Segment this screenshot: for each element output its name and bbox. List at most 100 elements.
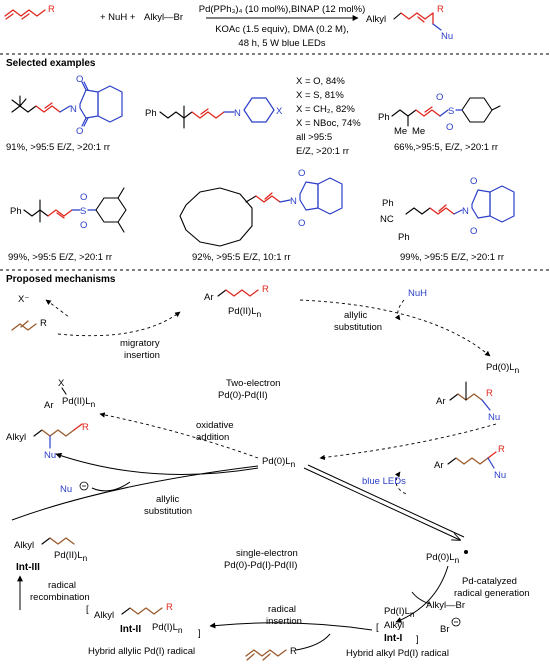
- ex6-o-top: O: [470, 176, 477, 187]
- bracket-int1-left: [: [376, 622, 379, 633]
- conditions-line-3: 48 h, 5 W blue LEDs: [238, 38, 325, 49]
- ex3-yield: 66%,>95:5, E/Z, >20:1 rr: [394, 142, 498, 153]
- ex4-o-1: O: [80, 192, 87, 203]
- ex5-yield: 92%, >95:5 E/Z, 10:1 rr: [192, 252, 290, 263]
- top-pd: Pd(II)Ln: [228, 306, 262, 319]
- ex2-x-o: X = O, 84%: [296, 76, 345, 87]
- arpd-ar: Ar: [44, 400, 54, 411]
- blue-leds: blue LEDs: [362, 476, 406, 487]
- alkyl-bromide-text: Alkyl—Br: [144, 12, 183, 23]
- example-1-structure: N O O: [11, 74, 123, 137]
- allylic-sub2-1: allylic: [156, 494, 179, 505]
- int2-pd: Pd(I)Ln: [152, 622, 183, 635]
- radical-recomb-2: recombination: [30, 592, 90, 603]
- hybrid-allylic: Hybrid allylic Pd(I) radical: [88, 646, 195, 657]
- center-pd0: Pd(0)Ln: [262, 456, 296, 469]
- ex3-ph: Ph: [378, 112, 390, 123]
- example-4-structure: Ph S O O: [10, 187, 127, 233]
- single-electron-2: Pd(0)-Pd(I)-Pd(II): [224, 560, 297, 571]
- example-3-structure: Ph Me Me S O O: [378, 92, 501, 137]
- prod-r: R: [498, 444, 505, 455]
- two-electron-2: Pd(0)-Pd(II): [218, 390, 268, 401]
- reactant-r-label: R: [48, 4, 55, 15]
- hybrid-alkyl: Hybrid alkyl Pd(I) radical: [346, 648, 449, 659]
- ex2-x-s: X = S, 81%: [296, 90, 344, 101]
- ex4-s-atom: S: [80, 206, 86, 217]
- ex1-yield: 91%, >95:5 E/Z, >20:1 rr: [6, 142, 110, 153]
- two-electron-1: Two-electron: [226, 378, 280, 389]
- conditions-line-1: Pd(PPh₃)₄ (10 mol%),BINAP (12 mol%): [199, 4, 365, 15]
- product-alkyl-label: Alkyl: [366, 14, 386, 25]
- int1-alkyl: Alkyl: [384, 620, 404, 631]
- allylic-sub-2: substitution: [334, 322, 382, 333]
- migratory-insertion-1: migratory: [120, 338, 160, 349]
- diene-r: R: [40, 318, 47, 329]
- diene-bottom: [245, 649, 287, 657]
- ex2-n-atom: N: [234, 108, 241, 119]
- bracket-int2-right: ]: [198, 628, 201, 639]
- x-minus: X⁻: [18, 294, 29, 305]
- left-nu: Nu: [44, 450, 56, 461]
- ex2-ez: E/Z, >20:1 rr: [296, 146, 349, 157]
- example-6-structure: Ph NC Ph N O O: [380, 176, 515, 243]
- nu-minus: Nu: [60, 484, 72, 495]
- ex2-x-atom: X: [276, 106, 283, 117]
- top-r: R: [262, 284, 269, 295]
- int1-label: Int-I: [384, 633, 403, 644]
- ex3-me-1: Me: [394, 126, 407, 137]
- ex5-o-bottom: O: [298, 218, 305, 229]
- pd-cat-1: Pd-catalyzed: [462, 576, 517, 587]
- nuh-label: NuH: [408, 288, 427, 299]
- product-nu-label: Nu: [441, 31, 453, 42]
- migratory-insertion-2: insertion: [124, 350, 160, 361]
- ex2-x-nboc: X = NBoc, 74%: [296, 118, 361, 129]
- right-ar: Ar: [436, 396, 446, 407]
- prod-nu: Nu: [494, 470, 506, 481]
- ex2-all: all >95:5: [296, 132, 332, 143]
- allylic-sub2-2: substitution: [144, 506, 192, 517]
- bracket-int1-right: ]: [416, 634, 419, 645]
- diene-bottom-r: R: [290, 646, 297, 657]
- left-alkyl: Alkyl: [6, 432, 26, 443]
- product-allyl-chain: [400, 12, 434, 20]
- ex3-me-2: Me: [412, 126, 425, 137]
- example-2-structure: Ph N X: [145, 97, 283, 129]
- ex3-s-atom: S: [448, 106, 454, 117]
- plus-nuh-text: + NuH +: [100, 12, 136, 23]
- int1-pd: Pd(I)Ln: [384, 606, 415, 619]
- ex3-o-2: O: [446, 122, 453, 133]
- ex6-yield: 99%, >95:5 E/Z, >20:1 rr: [400, 252, 504, 263]
- radical-insertion-2: insertion: [266, 616, 302, 627]
- allylic-sub-1: allylic: [344, 310, 367, 321]
- single-electron-cycle: Alkyl R Nu Nu allylic substitution blue …: [6, 422, 530, 661]
- int3-pd: Pd(II)Ln: [54, 550, 88, 563]
- reaction-equation: R + NuH + Alkyl—Br Pd(PPh₃)₄ (10 mol%),B…: [4, 4, 453, 49]
- int3-label: Int-III: [16, 562, 40, 573]
- int2-r: R: [166, 602, 173, 613]
- right-r: R: [486, 388, 493, 399]
- br-minus: Br: [440, 624, 450, 635]
- single-electron-1: single-electron: [236, 548, 298, 559]
- proposed-mechanisms-heading: Proposed mechanisms: [6, 274, 116, 285]
- ex4-yield: 99%, >95:5 E/Z, >20:1 rr: [8, 252, 112, 263]
- example-5-structure: N O O: [179, 168, 343, 247]
- ex4-ph: Ph: [10, 206, 22, 217]
- right-pd0: Pd(0)Ln: [486, 362, 520, 375]
- ex6-ph-2: Ph: [398, 232, 410, 243]
- arpd-x: X: [58, 378, 65, 389]
- radical-insertion-1: radical: [268, 604, 296, 615]
- ex3-o-1: O: [436, 92, 443, 103]
- ex4-o-2: O: [80, 220, 87, 231]
- ex5-n-atom: N: [290, 196, 297, 207]
- two-electron-cycle: X⁻ R migratory insertion Ar R Pd(II)Ln N…: [11, 284, 520, 495]
- arpd-pd: Pd(II)Ln: [62, 396, 96, 409]
- radical-recomb-1: radical: [48, 580, 76, 591]
- conditions-line-2: KOAc (1.5 equiv), DMA (0.2 M),: [215, 24, 349, 35]
- selected-examples-heading: Selected examples: [6, 58, 96, 69]
- int2-alkyl: Alkyl: [94, 610, 114, 621]
- int2-label: Int-II: [120, 624, 141, 635]
- left-r: R: [82, 422, 89, 433]
- pd0-star: Pd(0)Ln: [426, 552, 460, 565]
- ex1-o-bottom: O: [76, 126, 83, 137]
- oxadd-2: addition: [196, 432, 229, 443]
